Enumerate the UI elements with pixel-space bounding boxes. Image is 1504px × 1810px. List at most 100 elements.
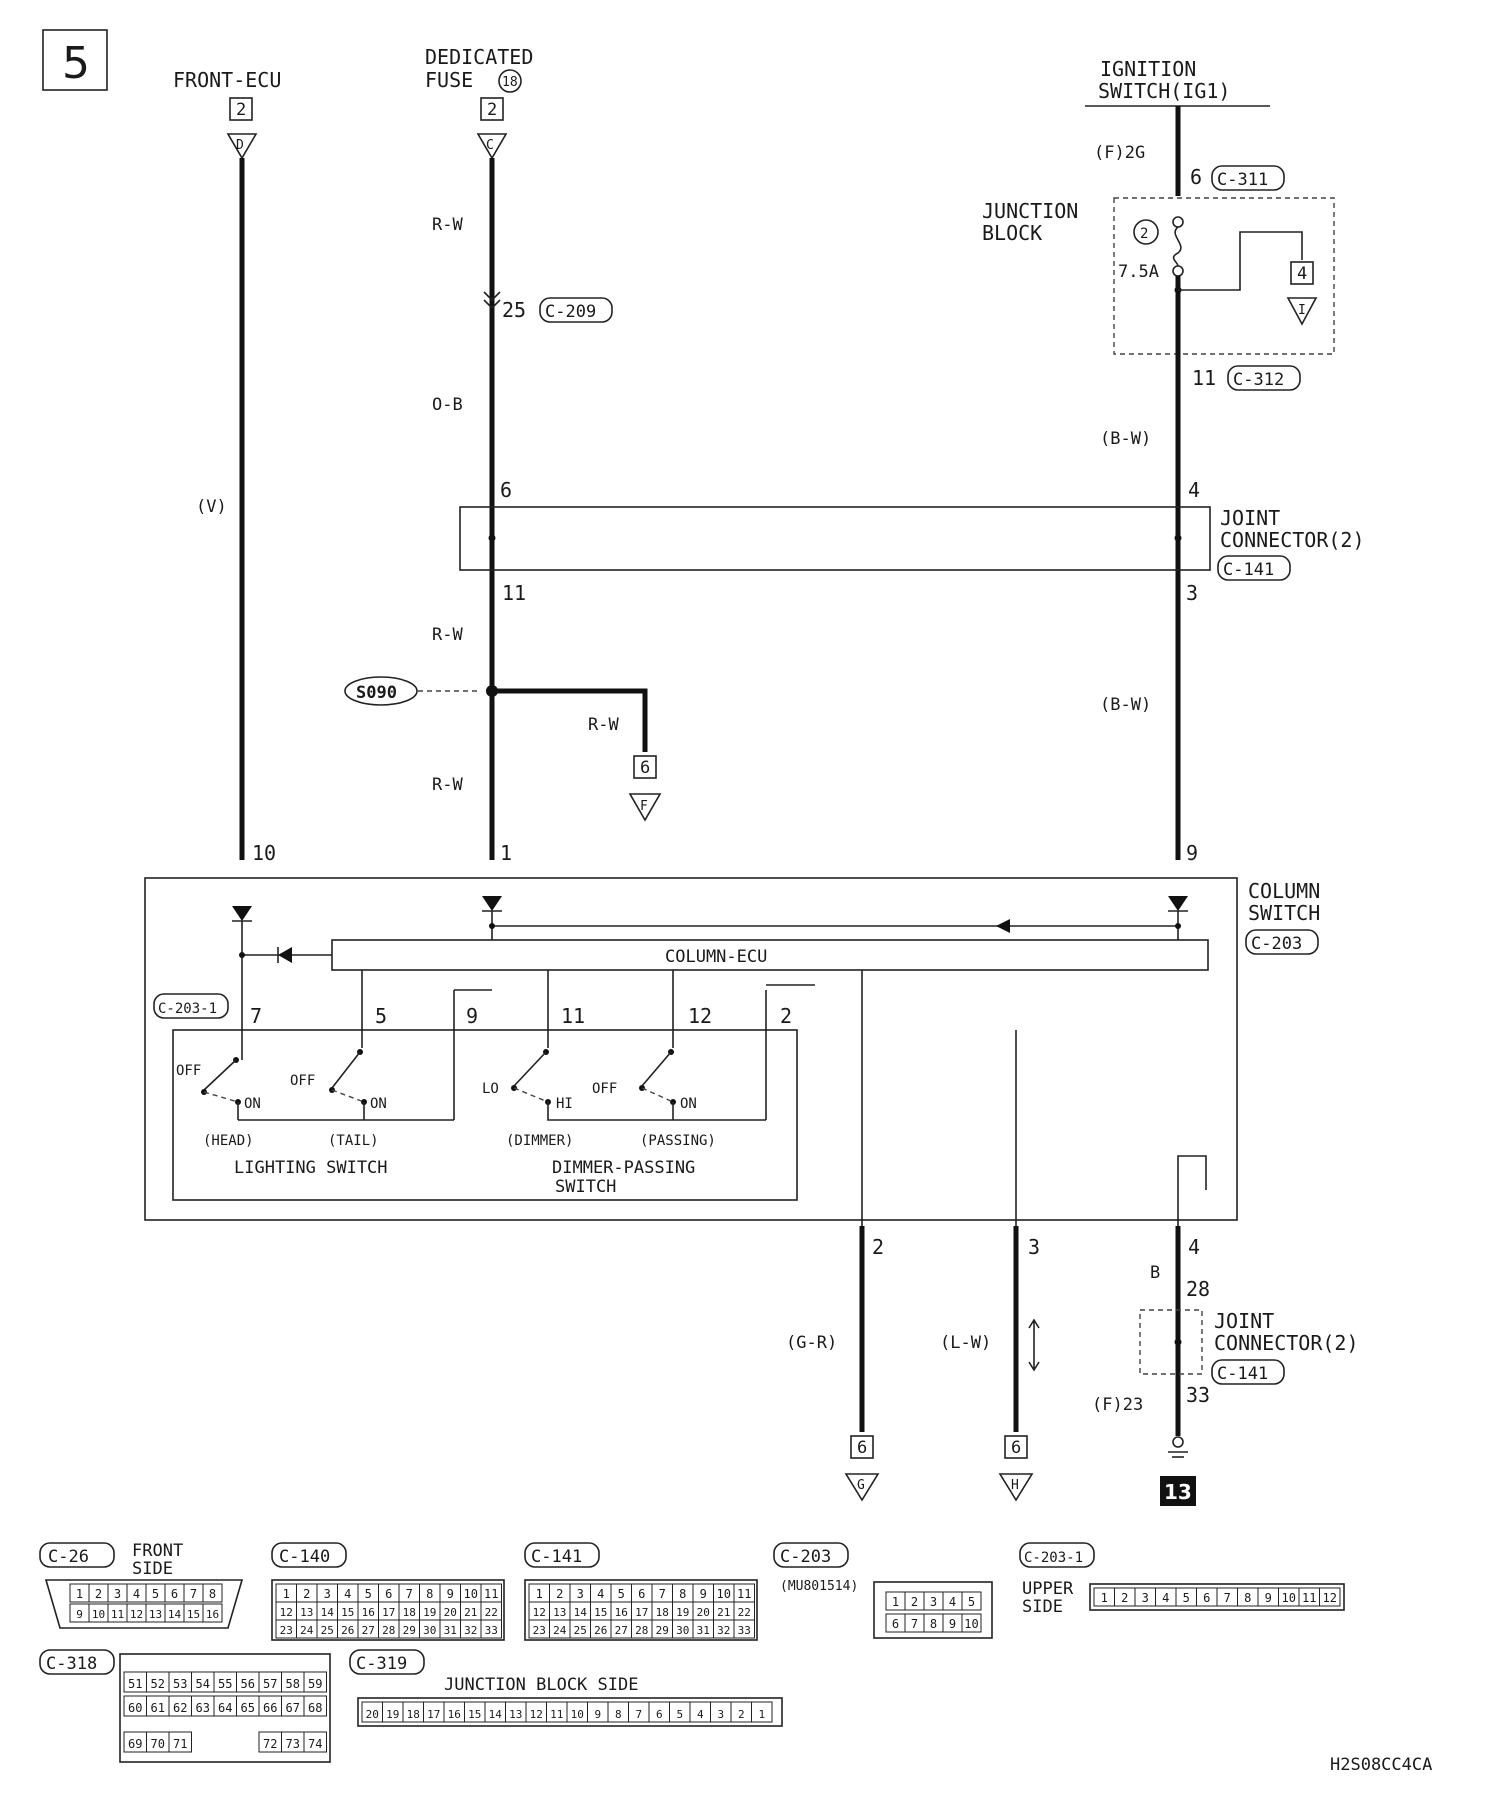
connector-pin-cell [303, 1671, 327, 1693]
c319-shell-icon [357, 1697, 783, 1727]
connector-pin-number: 5 [676, 1708, 683, 1721]
c141-top-label: C-141 [1223, 560, 1274, 580]
connector-pin-number: 6 [638, 1587, 645, 1601]
c203-shell-icon [873, 1581, 993, 1639]
ecu-diode-icon [278, 947, 292, 963]
c141-view-name: C-141 [531, 1547, 582, 1567]
front-ecu-wire-color: (V) [196, 497, 227, 517]
passing-label: (PASSING) [640, 1133, 716, 1149]
pin-sw-2: 2 [780, 1004, 792, 1028]
joint-connector-line1: JOINT [1220, 506, 1280, 530]
connector-pin-number: 23 [533, 1624, 546, 1637]
connector-pin-number: 54 [196, 1677, 210, 1691]
connector-pin-number: 53 [173, 1677, 187, 1691]
fuse-wire-color-4: R-W [432, 775, 463, 795]
c209-label: C-209 [545, 302, 596, 322]
connector-pin-number: 7 [406, 1587, 413, 1601]
front-ecu-arrow-icon [226, 133, 258, 160]
connector-pin-number: 27 [362, 1624, 375, 1637]
c203-label: C-203 [1251, 934, 1302, 954]
dimmer-passing-label-2: SWITCH [555, 1177, 616, 1197]
connector-pin-cell [202, 1603, 223, 1623]
dimmer-label: (DIMMER) [506, 1133, 573, 1149]
pin-out-3: 3 [1028, 1235, 1040, 1259]
output-h-arrow-icon [998, 1473, 1034, 1502]
c203-view-name: C-203 [780, 1547, 831, 1567]
jc2-dot [1174, 1338, 1182, 1346]
output-g-arrow-letter: G [857, 1478, 865, 1493]
connector-pin-number: 19 [423, 1606, 436, 1619]
connector-pin-number: 27 [615, 1624, 628, 1637]
connector-pin-number: 14 [168, 1608, 182, 1621]
connector-pin-number: 23 [280, 1624, 293, 1637]
jb-fuse-bottom-terminal [1172, 265, 1184, 277]
c203-1-shell-icon [1089, 1583, 1345, 1611]
connector-pin-number: 7 [911, 1617, 918, 1631]
jb-arrow-letter: I [1298, 303, 1306, 318]
connector-pin-number: 8 [1244, 1591, 1251, 1605]
branch-wire [492, 688, 648, 752]
connector-pin-number: 12 [1323, 1591, 1337, 1605]
c203-view-tag [773, 1542, 849, 1568]
jb-ref-box [1290, 261, 1314, 285]
connector-pin-number: 20 [366, 1708, 379, 1721]
connector-pin-number: 22 [738, 1606, 751, 1619]
dimmer-passing-label-1: DIMMER-PASSING [552, 1158, 695, 1178]
connector-pin-number: 69 [128, 1737, 142, 1751]
connector-pin-number: 15 [341, 1606, 354, 1619]
connector-pin-number: 10 [571, 1708, 584, 1721]
connector-pin-number: 56 [241, 1677, 255, 1691]
tail-switch-link [331, 1089, 365, 1103]
bus-dot-right [1175, 923, 1181, 929]
connector-pin-number: 15 [468, 1708, 481, 1721]
connector-pin-number: 14 [321, 1606, 335, 1619]
connector-pin-number: 1 [76, 1587, 83, 1601]
connector-pin-number: 1 [536, 1587, 543, 1601]
connector-pin-number: 61 [151, 1701, 165, 1715]
connector-pin-number: 51 [128, 1677, 142, 1691]
connector-pin-number: 18 [656, 1606, 669, 1619]
connector-pin-number: 16 [362, 1606, 375, 1619]
c319-view-tag [349, 1649, 425, 1675]
connector-pin-number: 4 [133, 1587, 140, 1601]
dimmer-lo-label: LO [482, 1081, 499, 1097]
connector-pin-number: 17 [635, 1606, 648, 1619]
output-g-ref-box [850, 1435, 874, 1459]
connector-pin-number: 10 [717, 1587, 731, 1601]
head-label: (HEAD) [203, 1133, 254, 1149]
c140-view-name: C-140 [279, 1547, 330, 1567]
connector-pin-number: 22 [485, 1606, 498, 1619]
connector-pin-number: 9 [447, 1587, 454, 1601]
connector-pin-number: 2 [1121, 1591, 1128, 1605]
fuse-ref: 2 [487, 100, 497, 120]
output-g-ref: 6 [857, 1438, 867, 1458]
connector-pin-number: 52 [151, 1677, 165, 1691]
pin-sw-5: 5 [375, 1004, 387, 1028]
column-switch-box [144, 877, 1238, 1221]
connector-pin-number: 17 [427, 1708, 440, 1721]
pin-out-2: 2 [872, 1235, 884, 1259]
fuse-icon [1172, 226, 1182, 267]
connector-pin-number: 32 [717, 1624, 730, 1637]
fuse-number: 18 [502, 75, 518, 90]
c141-view-tag [524, 1542, 600, 1568]
pin-sw-11: 11 [561, 1004, 585, 1028]
c203-1-view-tag [1019, 1542, 1095, 1568]
connector-pin-number: 11 [737, 1587, 751, 1601]
connector-pin-number: 9 [949, 1617, 956, 1631]
connector-pin-number: 25 [574, 1624, 587, 1637]
splice-s090: S090 [356, 683, 397, 703]
splice-s090-tag [344, 676, 418, 706]
ground-wire-label: (F)23 [1092, 1395, 1143, 1415]
connector-pin-number: 24 [553, 1624, 567, 1637]
connector-pin-number: 19 [386, 1708, 399, 1721]
pin-c311: 6 [1190, 165, 1202, 189]
connector-pin-number: 1 [1101, 1591, 1108, 1605]
connector-pin-number: 8 [426, 1587, 433, 1601]
connector-pin-number: 6 [385, 1587, 392, 1601]
connector-pin-number: 18 [407, 1708, 420, 1721]
c140-view-tag [271, 1542, 347, 1568]
connector-pin-number: 12 [130, 1608, 143, 1621]
c203-tag [1245, 929, 1319, 955]
